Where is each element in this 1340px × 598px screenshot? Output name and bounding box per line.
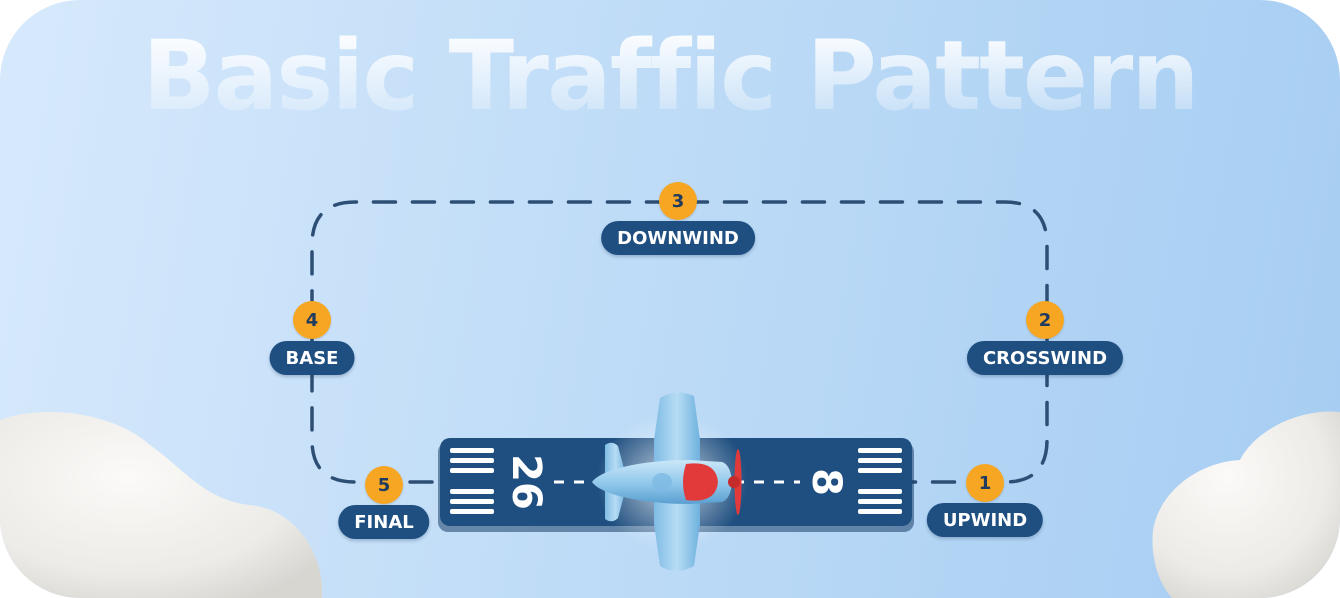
leg-1-label: UPWIND	[926, 503, 1044, 537]
leg-5-label: FINAL	[338, 505, 430, 539]
leg-2-label: CROSSWIND	[966, 341, 1124, 375]
runway-number-left: 26	[503, 454, 549, 510]
leg-1-number-badge: 1	[966, 464, 1004, 502]
runway-number-right: 8	[803, 468, 849, 496]
leg-4-label: BASE	[269, 341, 355, 375]
traffic-pattern-path	[310, 200, 1049, 484]
leg-5-number-badge: 5	[365, 466, 403, 504]
leg-4-number-badge: 4	[293, 301, 331, 339]
leg-3-label: DOWNWIND	[601, 221, 755, 255]
airplane-icon	[592, 392, 747, 571]
diagram-title: Basic Traffic Pattern	[0, 20, 1340, 132]
leg-3-number-badge: 3	[659, 182, 697, 220]
cloud-right-icon	[1152, 411, 1340, 598]
runway-threshold-right	[858, 448, 902, 514]
leg-2-number-badge: 2	[1026, 301, 1064, 339]
runway-threshold-left	[450, 448, 494, 514]
cloud-left-icon	[0, 412, 323, 598]
